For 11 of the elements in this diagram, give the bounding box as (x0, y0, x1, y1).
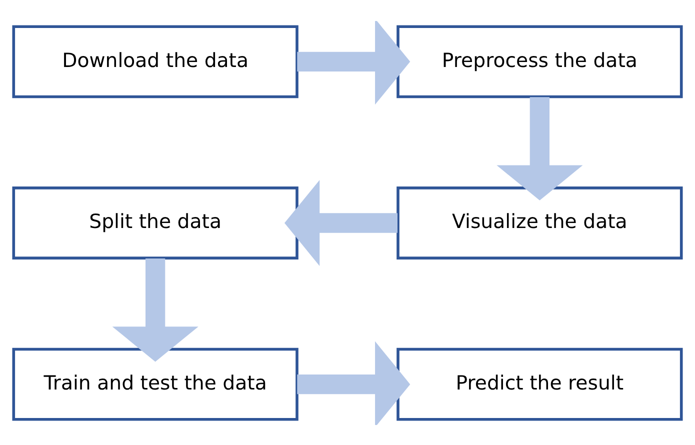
node-box: Predict the result (396, 347, 683, 420)
node-box: Train and test the data (12, 347, 298, 420)
arrow (112, 258, 198, 362)
node-box: Split the data (12, 186, 298, 259)
arrow (496, 96, 583, 200)
arrow (284, 179, 398, 266)
arrow (297, 20, 410, 104)
node-box: Visualize the data (396, 186, 683, 259)
node-box: Download the data (12, 24, 298, 98)
arrow (297, 340, 410, 424)
node-box: Preprocess the data (396, 24, 683, 98)
